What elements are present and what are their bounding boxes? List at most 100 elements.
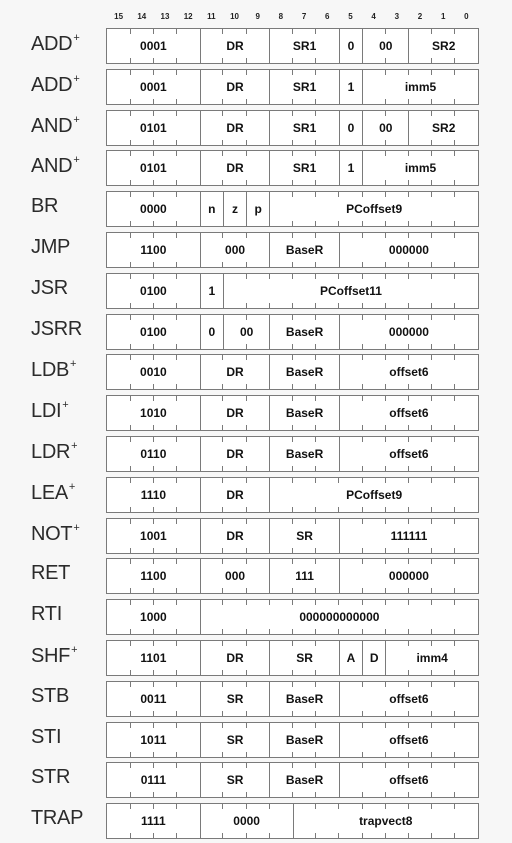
bit-tick [407, 273, 409, 279]
bit-tick [245, 58, 247, 63]
encoding-field: 1110 [140, 487, 167, 502]
bit-tick [129, 600, 131, 606]
bit-tick [152, 425, 154, 431]
bit-tick [384, 804, 386, 810]
bit-tick [454, 670, 456, 675]
opcode-name: RTI [31, 603, 62, 626]
encoding-field: 0010 [140, 365, 167, 380]
bit-tick [361, 477, 363, 483]
bit-number-2: 2 [417, 12, 423, 21]
bit-tick [245, 139, 247, 145]
opcode-mnemonic: ADD [31, 33, 73, 55]
bit-tick [431, 477, 433, 483]
bit-tick [292, 466, 293, 471]
bit-tick [384, 425, 386, 431]
encoding-field: SR [269, 518, 339, 553]
bit-tick [152, 273, 154, 279]
bit-tick [129, 29, 131, 34]
modified-mark: + [73, 154, 80, 167]
bit-tick [407, 763, 409, 769]
bit-tick [176, 506, 178, 512]
bit-tick [176, 192, 178, 198]
modified-mark: + [71, 644, 78, 656]
opcode-mnemonic: RET [31, 562, 71, 585]
bit-tick [222, 641, 224, 646]
bit-tick [384, 98, 386, 104]
bit-tick [315, 751, 317, 757]
bit-tick [152, 192, 154, 198]
encoding-field: PCoffset9 [269, 192, 478, 227]
bit-tick [222, 518, 224, 524]
bit-tick [384, 58, 386, 63]
bit-tick [315, 710, 317, 716]
bit-number-11: 11 [207, 12, 216, 21]
bit-tick [222, 792, 224, 798]
bit-tick [407, 670, 409, 675]
bit-tick [431, 518, 433, 524]
encoding-field: offset6 [338, 763, 478, 798]
bit-tick [129, 302, 131, 308]
encoding-field: z [222, 192, 246, 227]
bit-tick [292, 600, 293, 606]
bit-tick [176, 302, 178, 308]
encoding-field: 1001 [140, 528, 167, 543]
bit-tick [176, 681, 178, 687]
bit-tick [454, 722, 456, 728]
bit-tick [384, 233, 386, 238]
modified-mark: + [62, 399, 69, 412]
opcode-mnemonic: STR [31, 766, 71, 789]
bit-tick [361, 355, 363, 361]
bit-tick [431, 29, 433, 34]
bit-tick [315, 722, 317, 728]
bit-tick [245, 384, 247, 390]
bit-tick [176, 221, 178, 227]
bit-tick [176, 466, 178, 471]
bit-tick [384, 396, 386, 402]
bit-tick [292, 110, 293, 116]
bit-tick [315, 192, 317, 198]
bit-tick [152, 58, 154, 63]
opcode-mnemonic: BR [31, 195, 59, 218]
bit-tick [315, 506, 317, 512]
bit-tick [431, 233, 433, 238]
bit-tick [407, 600, 409, 606]
bit-tick [431, 396, 433, 402]
bit-tick [176, 751, 178, 757]
bit-tick [384, 466, 386, 471]
bit-tick [315, 221, 317, 227]
encoding-field: DR [199, 518, 270, 553]
encoding-field: 000 [199, 233, 270, 267]
bit-tick [315, 302, 317, 308]
bit-tick [222, 670, 224, 675]
modified-mark: + [73, 32, 80, 44]
bit-tick [245, 466, 247, 471]
bit-tick [407, 355, 409, 361]
bit-tick [292, 396, 293, 402]
bit-tick [292, 343, 293, 349]
bit-tick [245, 792, 247, 798]
encoding-field: 00 [362, 110, 408, 145]
bit-tick [315, 233, 317, 238]
bit-tick [268, 804, 270, 810]
bit-tick [454, 110, 456, 116]
bit-tick [454, 180, 456, 186]
opcode-name: NOT+ [31, 522, 80, 546]
bit-tick [222, 262, 224, 267]
bit-tick [407, 722, 409, 728]
bit-tick [176, 98, 178, 104]
bit-tick [431, 710, 433, 716]
bit-tick [176, 139, 178, 145]
bit-tick [384, 710, 386, 716]
bit-tick [245, 559, 247, 565]
encoding-field: DR [199, 477, 270, 512]
bit-tick [315, 355, 317, 361]
bit-tick [431, 314, 433, 320]
encoding-field: p [246, 192, 269, 227]
bit-tick [292, 233, 293, 238]
bit-tick [431, 343, 433, 349]
